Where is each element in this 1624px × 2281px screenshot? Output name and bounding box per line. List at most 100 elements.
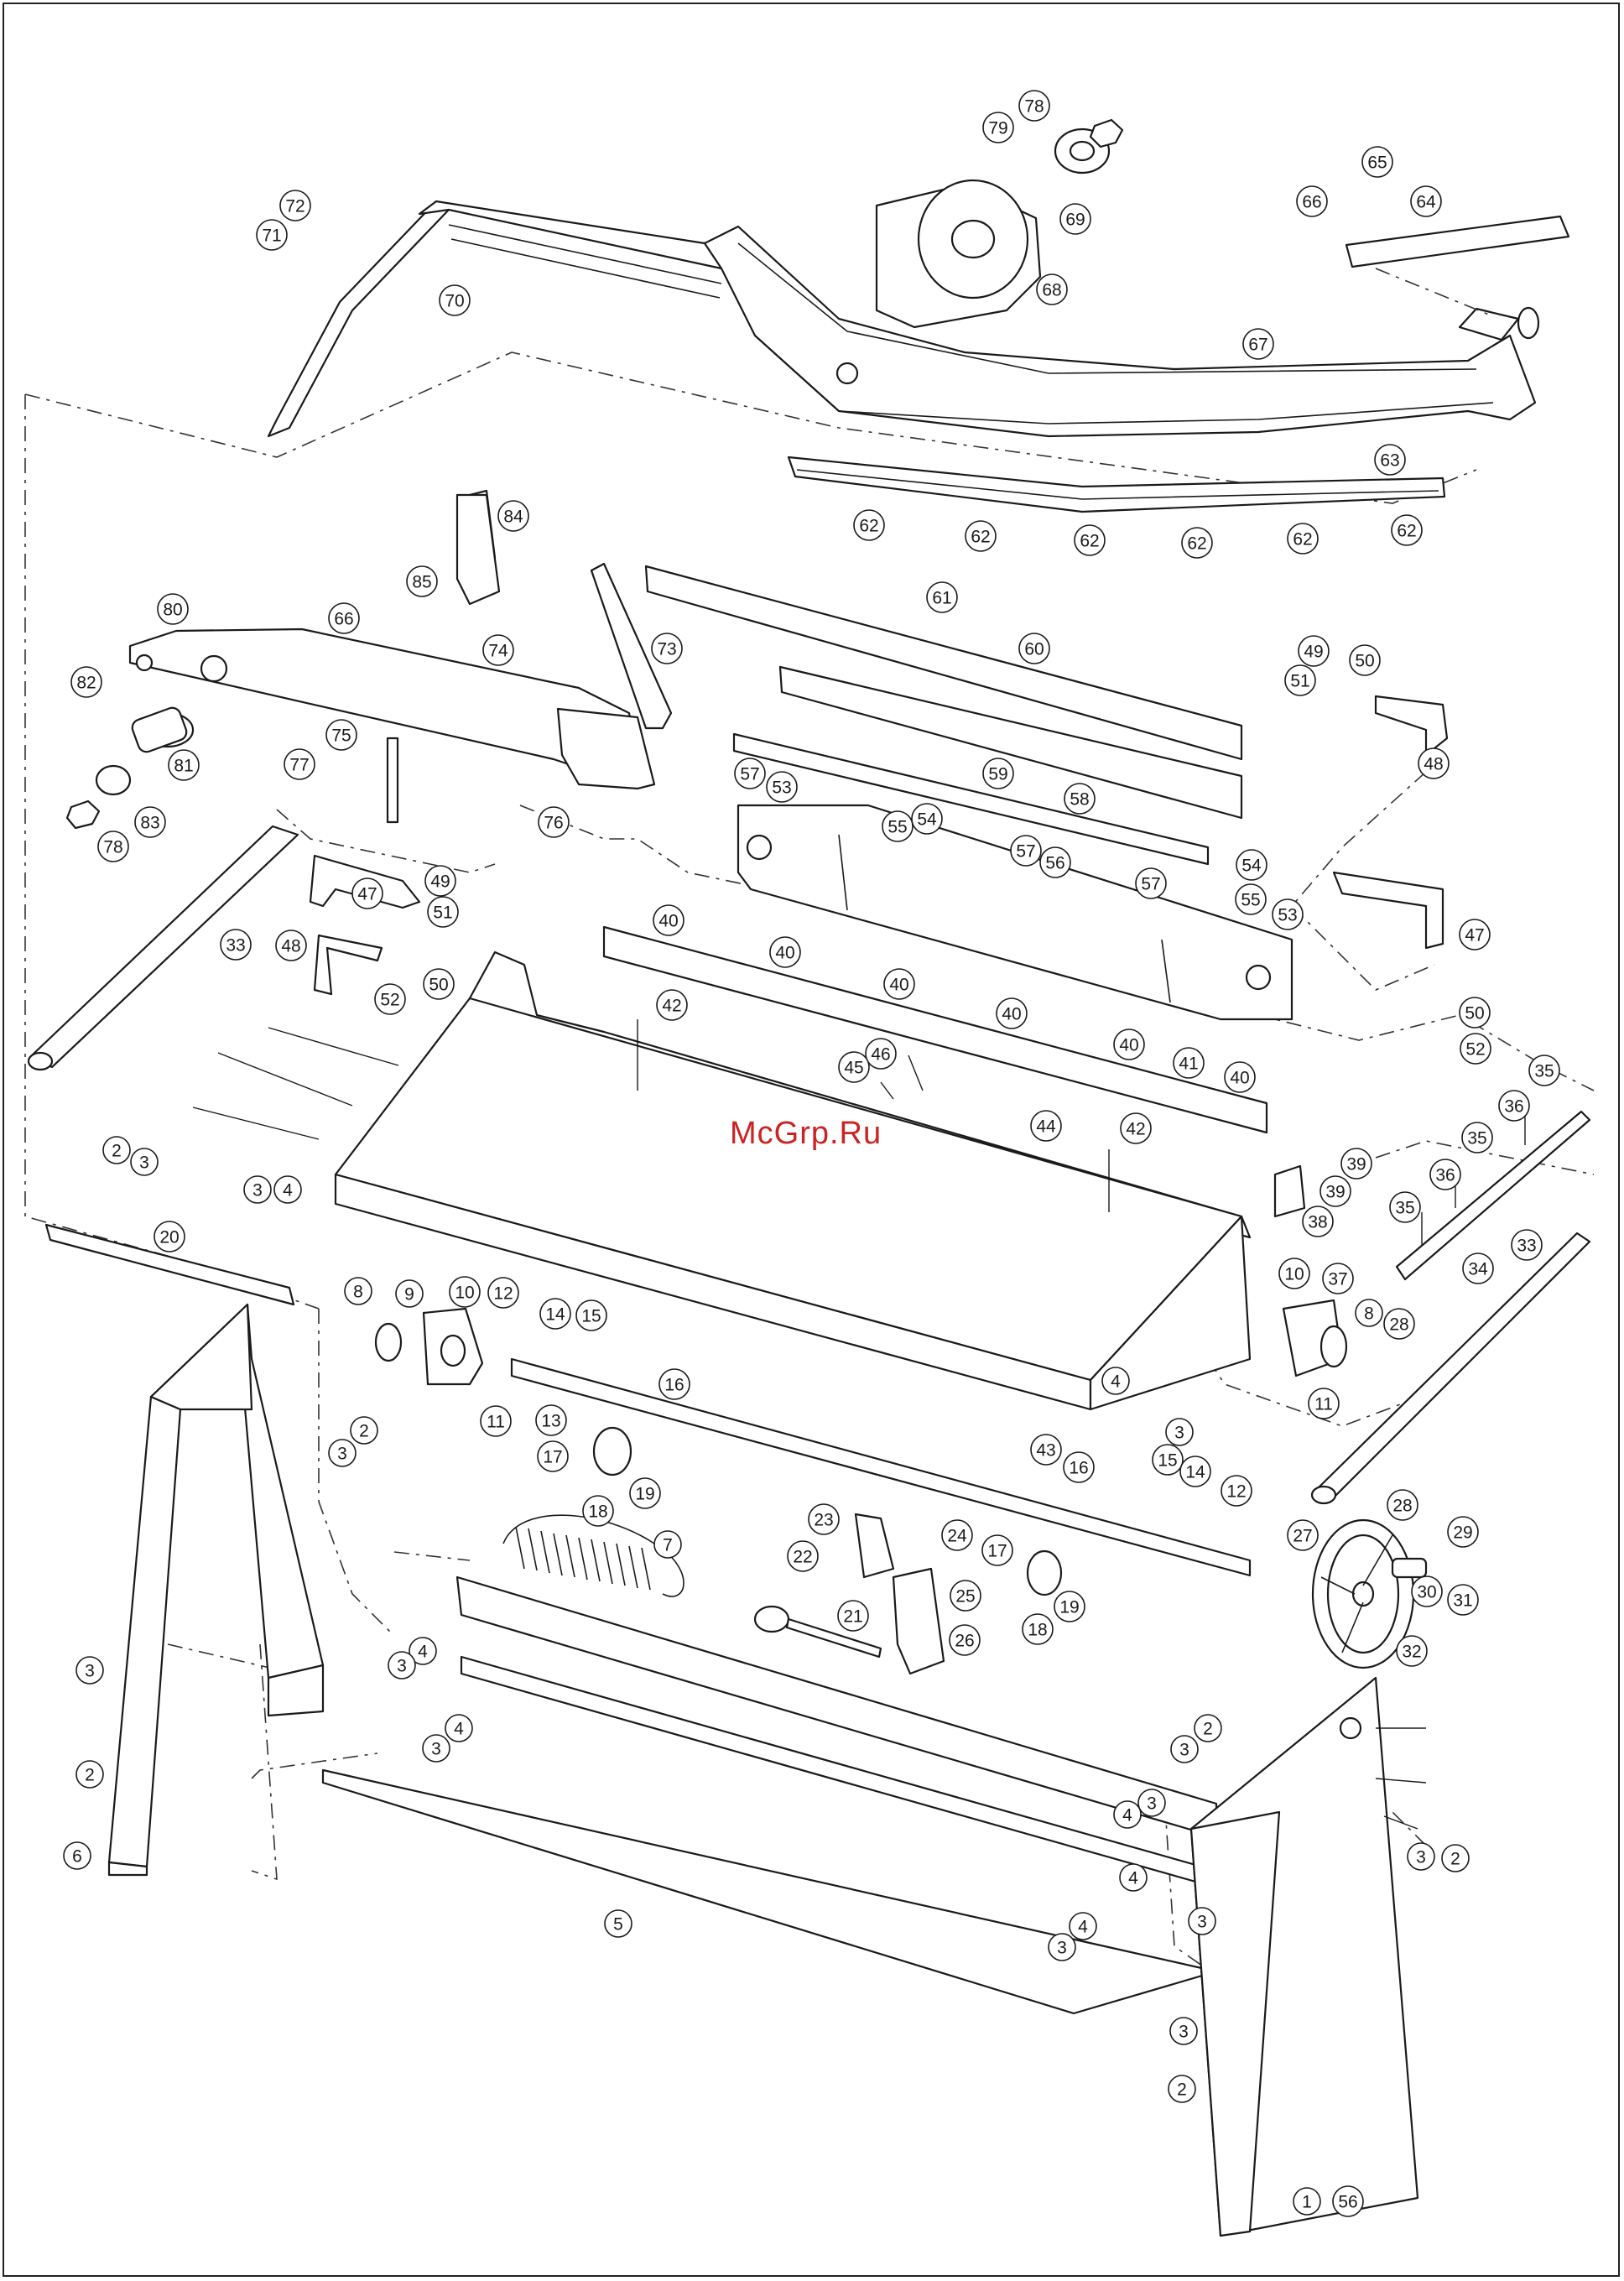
callout-circle (651, 633, 683, 664)
callout-circle (427, 896, 459, 928)
callout-number: 11 (487, 1413, 505, 1432)
callout-number: 2 (1450, 1850, 1460, 1869)
callout-number: 42 (1126, 1120, 1145, 1139)
callout-circle (388, 1651, 416, 1680)
callout-circle (629, 1477, 661, 1509)
callout-number: 7 (663, 1536, 673, 1555)
callout-number: 3 (252, 1181, 263, 1200)
callout-circle (374, 983, 406, 1015)
callout-number: 52 (1465, 1040, 1485, 1060)
part-callout-3: 3 (1170, 1735, 1199, 1763)
callout-circle (1181, 527, 1213, 559)
callout-number: 29 (1453, 1523, 1472, 1543)
part-callout-42: 42 (656, 989, 688, 1021)
callout-number: 40 (775, 944, 794, 963)
callout-circle (950, 1580, 981, 1612)
callout-circle (982, 112, 1014, 143)
callout-circle (1113, 1029, 1145, 1060)
callout-circle (1242, 328, 1274, 360)
callout-circle (1030, 1110, 1062, 1142)
callout-number: 3 (431, 1740, 441, 1759)
part-callout-81: 81 (168, 749, 200, 781)
callout-circle (1018, 90, 1050, 122)
part-callout-66: 66 (1296, 185, 1328, 217)
callout-number: 84 (503, 508, 523, 527)
callout-circle (1010, 835, 1042, 867)
callout-circle (1135, 867, 1167, 899)
callout-circle (1188, 1907, 1216, 1935)
callout-circle (1498, 1090, 1530, 1122)
callout-circle (865, 1038, 897, 1070)
part-callout-3: 3 (422, 1734, 450, 1763)
part-callout-3: 3 (1188, 1907, 1216, 1935)
part-callout-20: 20 (154, 1221, 185, 1252)
part-callout-42: 42 (1120, 1112, 1152, 1144)
callout-circle (1224, 1061, 1256, 1093)
drawing-frame (3, 3, 1620, 2277)
callout-circle (220, 929, 252, 961)
callout-circle (1460, 1033, 1491, 1065)
part-callout-3: 3 (1407, 1842, 1435, 1871)
brackets-and-rods (27, 695, 1591, 1505)
callout-circle (423, 968, 455, 1000)
callout-circle (1169, 2017, 1198, 2045)
part-callout-62: 62 (853, 509, 885, 541)
part-callout-13: 13 (535, 1404, 567, 1436)
callout-number: 62 (1397, 522, 1416, 541)
callout-number: 66 (1302, 193, 1321, 212)
part-callout-9: 9 (395, 1279, 424, 1308)
callout-number: 77 (289, 756, 309, 775)
callout-circle (1272, 898, 1304, 930)
callout-circle (1296, 185, 1328, 217)
part-callout-58: 58 (1064, 783, 1096, 815)
part-callout-43: 43 (1030, 1434, 1062, 1466)
callout-circle (658, 1368, 690, 1400)
callout-circle (406, 565, 438, 597)
callout-circle (70, 666, 102, 698)
callout-circle (1059, 203, 1091, 235)
part-callout-35: 35 (1528, 1055, 1560, 1086)
callout-number: 43 (1036, 1441, 1055, 1461)
callout-circle (1302, 1206, 1334, 1237)
callout-number: 40 (1002, 1005, 1021, 1024)
callout-number: 82 (76, 674, 96, 693)
callout-circle (1039, 846, 1071, 878)
part-callout-33: 33 (1511, 1229, 1543, 1261)
callout-number: 13 (541, 1412, 560, 1431)
part-callout-4: 4 (1069, 1912, 1097, 1940)
callout-number: 21 (843, 1607, 862, 1627)
callout-circle (982, 758, 1014, 789)
part-callout-54: 54 (911, 803, 943, 835)
part-callout-77: 77 (284, 748, 315, 780)
callout-number: 48 (1424, 755, 1443, 774)
part-callout-62: 62 (1181, 527, 1213, 559)
callout-number: 2 (85, 1766, 95, 1785)
callout-number: 40 (889, 976, 908, 995)
callout-circle (1511, 1229, 1543, 1261)
part-callout-2: 2 (1194, 1714, 1222, 1742)
callout-circle (1064, 783, 1096, 815)
part-callout-63: 63 (1374, 444, 1406, 476)
part-callout-1: 1 (1293, 2187, 1321, 2216)
callout-circle (1194, 1714, 1222, 1742)
part-callout-40: 40 (996, 997, 1028, 1029)
callout-circle (539, 1298, 571, 1330)
callout-number: 8 (353, 1283, 363, 1302)
callout-number: 60 (1024, 640, 1044, 659)
part-callout-38: 38 (1302, 1206, 1334, 1237)
callout-circle (1332, 2185, 1364, 2217)
callout-circle (1528, 1055, 1560, 1086)
part-callout-33: 33 (220, 929, 252, 961)
part-callout-36: 36 (1429, 1159, 1461, 1190)
callout-number: 56 (1338, 2193, 1357, 2212)
part-callout-51: 51 (427, 896, 459, 928)
part-callout-46: 46 (865, 1038, 897, 1070)
callout-circle (102, 1136, 131, 1164)
callout-circle (350, 1416, 378, 1445)
part-callout-56: 56 (1039, 846, 1071, 878)
callout-circle (325, 719, 357, 751)
part-callout-40: 40 (653, 904, 684, 936)
callout-circle (1462, 1252, 1494, 1284)
part-callout-60: 60 (1018, 633, 1050, 664)
